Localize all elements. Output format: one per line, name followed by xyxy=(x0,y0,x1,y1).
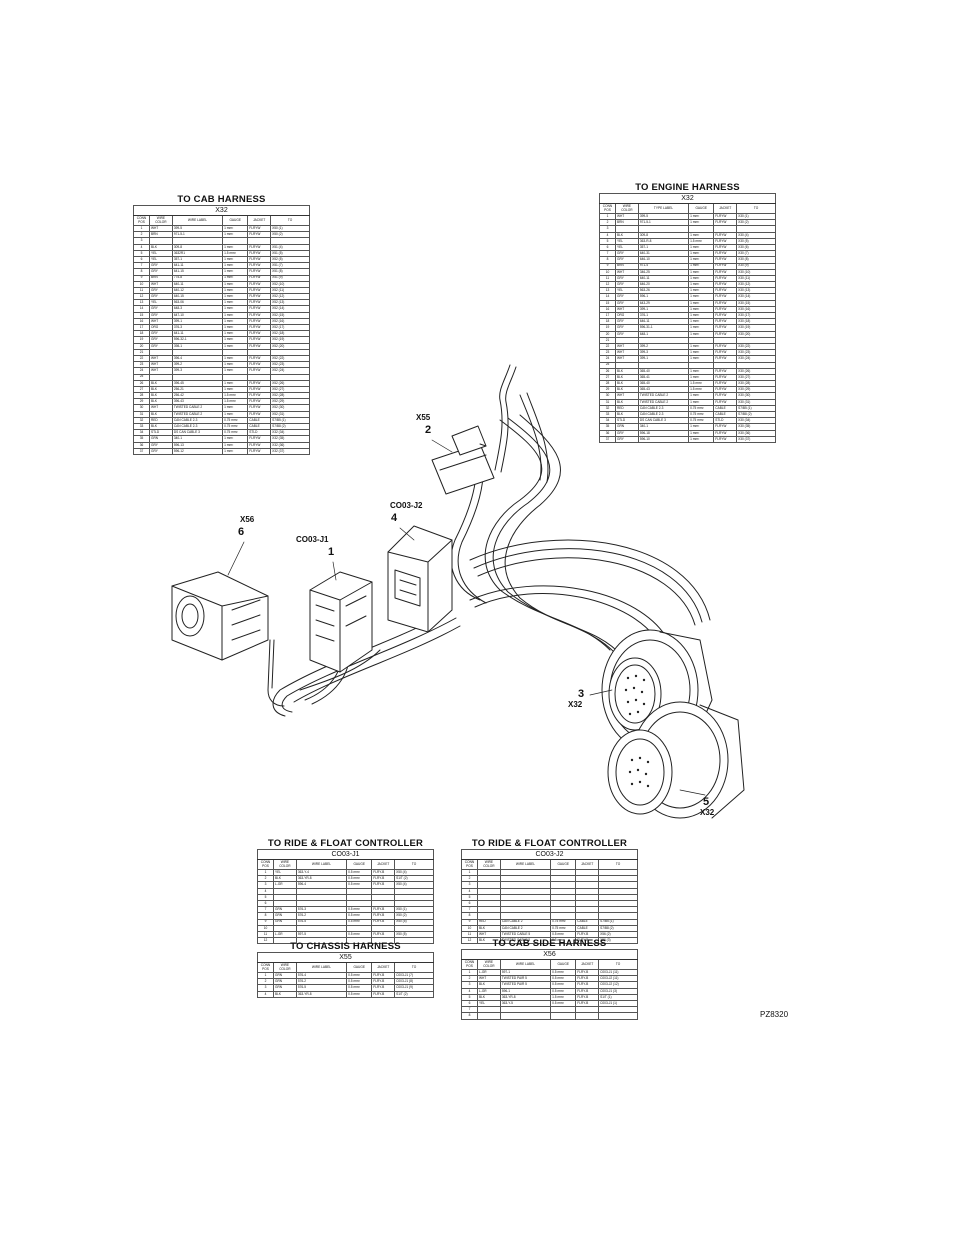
callout-j1-label: CO03-J1 xyxy=(296,535,329,544)
leader-lines xyxy=(227,439,706,796)
table-cell: TWISTED CABLE 5 xyxy=(499,937,552,945)
callout-j2-label: CO03-J2 xyxy=(390,501,423,510)
x56-connector xyxy=(171,571,269,661)
callout-x32-lower-number: 5 xyxy=(703,796,710,808)
table-cell: 363-YR-8 xyxy=(295,990,348,998)
chassis-harness-title: TO CHASSIS HARNESS xyxy=(290,941,401,952)
callout-x32-upper-number: 3 xyxy=(578,688,585,700)
table-cell: 37 xyxy=(133,447,150,455)
callout-x32-upper-label: X32 xyxy=(568,700,583,709)
ride-controller-j2-title: TO RIDE & FLOAT CONTROLLER xyxy=(471,838,628,849)
callout-j1-number: 1 xyxy=(328,546,335,558)
x32-connector-lower xyxy=(607,701,745,819)
table-cell: 0.5 mm² xyxy=(346,990,373,998)
table-cell xyxy=(499,1012,552,1020)
x55-connector xyxy=(431,425,495,495)
table-row: 3 xyxy=(461,881,638,889)
callout-x56-number: 6 xyxy=(238,526,245,538)
table-cell: 12 xyxy=(257,937,274,945)
callout-x56-label: X56 xyxy=(240,515,255,524)
callout-j2-number: 4 xyxy=(391,512,398,524)
table-row: 8 xyxy=(461,1012,638,1020)
table-cell: 4 xyxy=(257,990,274,998)
table-cell: X56 (3) xyxy=(598,937,638,945)
cab-side-harness-title: TO CAB SIDE HARNESS xyxy=(492,938,607,949)
table-cell xyxy=(295,937,348,945)
table-row: 7 xyxy=(461,1006,638,1014)
connector-pin-dots xyxy=(624,674,650,788)
table-cell: 596-10 xyxy=(637,435,690,443)
table-row: 7 xyxy=(461,906,638,914)
table-cell xyxy=(550,1012,577,1020)
table-cell: S1/T (2) xyxy=(394,990,434,998)
table-cell: 596-12 xyxy=(171,447,224,455)
co03-j2-connector xyxy=(387,525,453,633)
table-cell xyxy=(598,1012,638,1020)
table-cell: 1 mm² xyxy=(688,435,715,443)
callout-x55-number: 2 xyxy=(425,424,432,436)
table-row: 12 xyxy=(257,937,434,945)
engine-harness-title: TO ENGINE HARNESS xyxy=(635,182,740,193)
table-cell: 0.5 mm² xyxy=(550,937,577,945)
ride-controller-j1-title: TO RIDE & FLOAT CONTROLLER xyxy=(267,838,424,849)
table-cell xyxy=(346,937,373,945)
table-cell: 8 xyxy=(461,1012,478,1020)
table-cell: 12 xyxy=(461,937,478,945)
cab-harness-title: TO CAB HARNESS xyxy=(177,194,266,205)
table-row: 4 xyxy=(257,887,434,895)
table-cell: X30 (37) xyxy=(736,435,776,443)
co03-j1-connector xyxy=(309,571,373,673)
table-cell: X32 (37) xyxy=(270,447,310,455)
callout-x55-label: X55 xyxy=(416,413,431,422)
callout-x32-lower-label: X32 xyxy=(700,808,715,817)
table-cell: 1 mm² xyxy=(222,447,249,455)
table-cell xyxy=(394,937,434,945)
table-row: 6 xyxy=(461,899,638,908)
drawing-reference: PZ8320 xyxy=(760,1010,789,1019)
table-cell: 37 xyxy=(599,435,616,443)
